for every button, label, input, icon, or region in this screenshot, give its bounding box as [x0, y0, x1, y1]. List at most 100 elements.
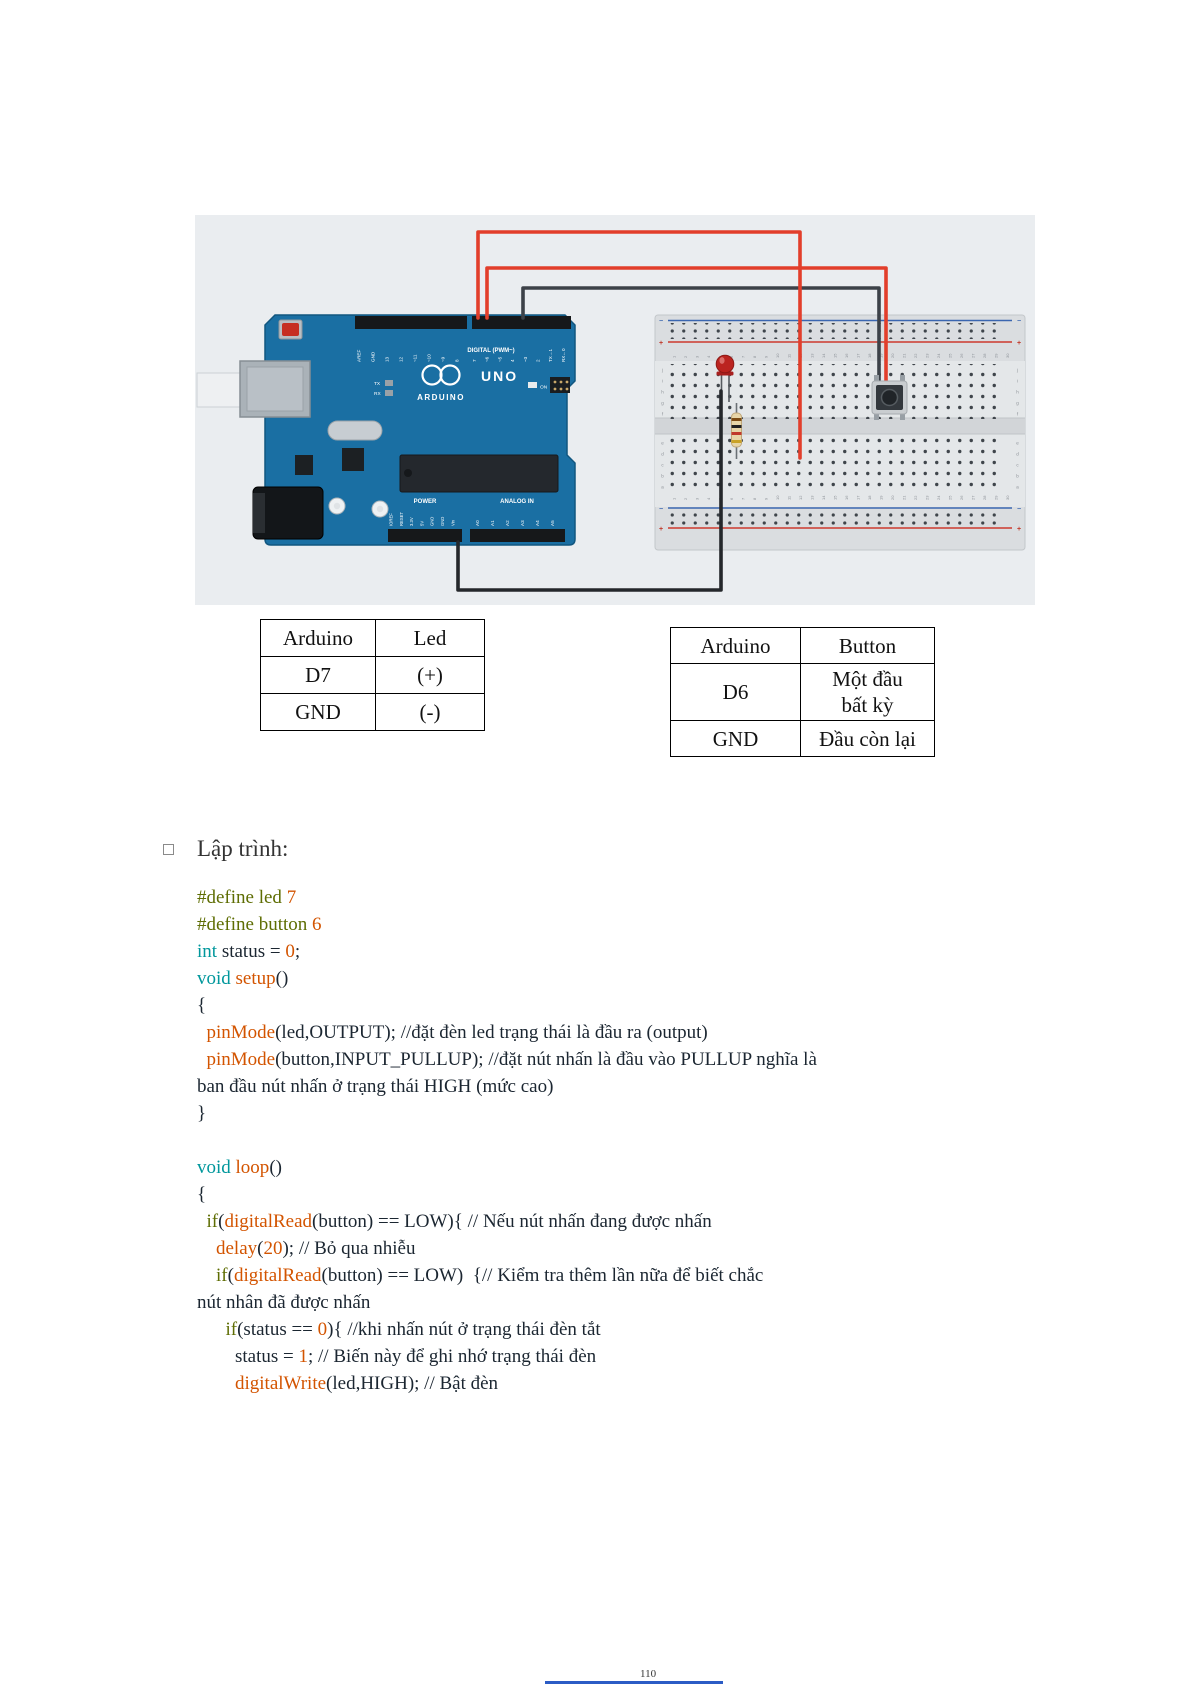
push-button — [871, 375, 908, 420]
minus-symbol: − — [1017, 506, 1021, 513]
svg-pin-label: 27 — [970, 495, 975, 500]
svg-pin-label: 29 — [993, 353, 998, 358]
code-line: pinMode(led,OUTPUT); //đặt đèn led trạng… — [197, 1019, 817, 1046]
holes-bottom-half — [668, 437, 1002, 492]
svg-pin-label: Vin — [450, 519, 455, 526]
digital-header-left — [355, 316, 467, 329]
svg-pin-label: g — [661, 401, 664, 406]
breadboard-column-numbers: 1122334455667788991010111112121313141415… — [671, 353, 1010, 500]
code-token: setup — [235, 968, 276, 989]
code-token: 0 — [317, 1319, 328, 1340]
code-token: #define led — [197, 887, 287, 908]
svg-pin-label: 30 — [1005, 495, 1010, 500]
svg-pin-label: 26 — [959, 495, 964, 500]
svg-pin-label: A1 — [490, 520, 495, 526]
svg-pin-label: 7 — [740, 497, 745, 500]
code-token: () — [269, 1157, 282, 1178]
code-token: if — [216, 1265, 228, 1286]
code-line: if(digitalRead(button) == LOW) {// Kiểm … — [197, 1262, 817, 1289]
svg-pin-label: A5 — [550, 520, 555, 526]
code-line: if(status == 0){ //khi nhấn nút ở trạng … — [197, 1316, 817, 1343]
code-line: int status = 0; — [197, 938, 817, 965]
svg-pin-label: 18 — [867, 495, 872, 500]
code-line: if(digitalRead(button) == LOW){ // Nếu n… — [197, 1208, 817, 1235]
power-header — [388, 529, 462, 542]
svg-pin-label: 16 — [844, 495, 849, 500]
svg-pin-label: 7 — [472, 359, 477, 362]
code-token — [197, 1319, 226, 1340]
svg-pin-label: 5V — [419, 521, 424, 526]
svg-pin-label: 7 — [740, 355, 745, 358]
section-heading: Lập trình: — [163, 836, 288, 862]
code-token: #define button — [197, 914, 313, 935]
code-token — [197, 1265, 216, 1286]
small-chip — [342, 448, 364, 471]
wire-black-ground — [456, 389, 723, 592]
power-section-label: POWER — [414, 499, 437, 505]
svg-pin-label: 3.3V — [409, 517, 414, 526]
code-token: int — [197, 941, 218, 962]
code-line: delay(20); // Bỏ qua nhiễu — [197, 1235, 817, 1262]
code-token: delay — [216, 1238, 258, 1259]
svg-pin-label: ~6 — [485, 356, 490, 362]
svg-pin-label: 20 — [890, 353, 895, 358]
code-token: (status == — [237, 1319, 318, 1340]
page-number: 110 — [640, 1668, 657, 1680]
table-header-cell: Button — [800, 627, 935, 664]
svg-pin-label: 1 — [671, 497, 676, 500]
table-cell: D6 — [670, 663, 801, 721]
code-token: (led,HIGH); // Bật đèn — [326, 1373, 499, 1394]
svg-pin-label: AREF — [357, 350, 362, 362]
circuit-figure: 1122334455667788991010111112121313141415… — [195, 215, 1035, 605]
code-token: loop — [235, 1157, 270, 1178]
svg-pin-label: 24 — [936, 495, 941, 500]
code-line: { — [197, 992, 817, 1019]
svg-pin-label: 13 — [809, 495, 814, 500]
code-line: ban đầu nút nhấn ở trạng thái HIGH (mức … — [197, 1073, 817, 1100]
svg-pin-label: 4 — [510, 359, 515, 362]
plus-symbol: + — [659, 526, 663, 533]
svg-pin-label: d — [1016, 452, 1019, 457]
svg-pin-label: f — [1017, 412, 1019, 417]
table-cell: GND — [670, 720, 801, 757]
power-jack — [252, 486, 324, 540]
svg-pin-label: 17 — [855, 353, 860, 358]
code-token: ; // Biến này để ghi nhớ trạng thái đèn — [308, 1346, 597, 1367]
wire-gray-button — [521, 286, 881, 389]
code-token: status = — [197, 1346, 299, 1367]
on-label: ON — [540, 385, 548, 391]
svg-pin-label: 15 — [832, 495, 837, 500]
code-token: (button) == LOW) {// Kiểm tra thêm lần n… — [321, 1265, 764, 1286]
table-cell: GND — [260, 693, 376, 731]
svg-pin-label: 28 — [982, 353, 987, 358]
svg-pin-label: 11 — [786, 495, 791, 500]
svg-pin-label: c — [661, 463, 664, 468]
svg-pin-label: 16 — [844, 353, 849, 358]
plus-symbol: + — [1017, 340, 1021, 347]
code-line: { — [197, 1181, 817, 1208]
code-token: ; — [294, 941, 301, 962]
svg-pin-label: b — [1016, 474, 1019, 479]
code-line: void setup() — [197, 965, 817, 992]
code-token: (button,INPUT_PULLUP); //đặt nút nhấn là… — [275, 1049, 817, 1070]
code-line: #define button 6 — [197, 911, 817, 938]
svg-pin-label: 20 — [890, 495, 895, 500]
rail-holes-bottom — [668, 509, 1002, 525]
code-token: void — [197, 1157, 236, 1178]
svg-pin-label: 8 — [455, 359, 460, 362]
arduino-logo-icon — [421, 364, 461, 386]
svg-pin-label: 22 — [913, 353, 918, 358]
code-token: { — [197, 1184, 207, 1205]
code-token: } — [197, 1103, 207, 1124]
svg-pin-label: 25 — [947, 495, 952, 500]
usb-connector — [196, 360, 311, 418]
svg-pin-label: 28 — [982, 495, 987, 500]
svg-pin-label: c — [1016, 463, 1019, 468]
table-header-cell: Led — [375, 619, 485, 657]
svg-pin-label: e — [1016, 441, 1019, 446]
svg-pin-label: 2 — [683, 497, 688, 500]
